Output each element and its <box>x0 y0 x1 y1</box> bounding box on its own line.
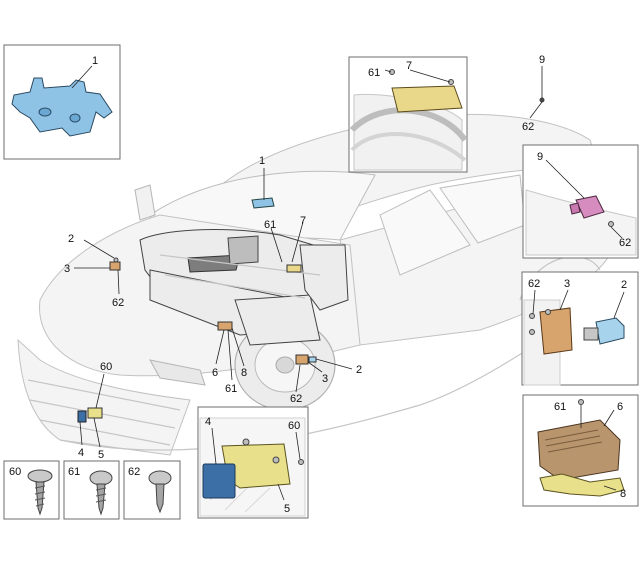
mid-inset-callout-62: 62 <box>528 278 540 290</box>
connector-2-inset <box>595 317 625 345</box>
screw-60-label: 60 <box>9 466 21 478</box>
screw-62-icon <box>148 470 172 486</box>
screw-62-label: 62 <box>128 466 140 478</box>
callout-62-lower: 62 <box>290 393 302 405</box>
bottom-right-callout-8: 8 <box>620 488 626 500</box>
right-inset-callout-62: 62 <box>619 237 631 249</box>
callout-3-right: 3 <box>322 373 328 385</box>
callout-1-inset: 1 <box>92 55 98 67</box>
controller-6-inset <box>537 419 621 481</box>
callout-9-top: 9 <box>539 54 545 66</box>
top-inset-callout-7: 7 <box>406 60 412 72</box>
top-inset-callout-61: 61 <box>368 67 380 79</box>
screw-61-box: 61 <box>63 460 120 520</box>
bottom-right-callout-6: 6 <box>617 401 623 413</box>
module-1-main <box>251 197 275 209</box>
ecu-4-inset <box>202 463 236 499</box>
bottom-center-callout-5: 5 <box>284 503 290 515</box>
callout-2-right: 2 <box>356 364 362 376</box>
bracket-6-main <box>217 321 233 331</box>
instrument-panel <box>139 229 349 346</box>
bracket-3-inset <box>539 307 573 355</box>
inset-parts-2-3: 62 3 2 <box>521 271 639 386</box>
bottom-center-callout-4: 4 <box>205 416 211 428</box>
inset-parts-4-5: 4 60 5 <box>197 406 309 519</box>
callout-3-left: 3 <box>64 263 70 275</box>
front-ecu-4-5 <box>77 407 103 423</box>
inset-top-center: 61 7 <box>348 56 468 173</box>
callout-61-main: 61 <box>264 219 276 231</box>
bracket-right-3 <box>295 354 317 365</box>
callout-62-left: 62 <box>112 297 124 309</box>
main-callouts: 1 2 3 62 7 61 60 4 5 6 61 8 3 2 62 9 62 <box>64 54 545 461</box>
callout-1-main: 1 <box>259 155 265 167</box>
callout-2-left: 2 <box>68 233 74 245</box>
screw-61-icon <box>89 470 113 486</box>
bottom-right-callout-61: 61 <box>554 401 566 413</box>
bracket-left-2-3 <box>109 257 121 271</box>
mid-inset-callout-3: 3 <box>564 278 570 290</box>
callout-60-main: 60 <box>100 361 112 373</box>
part-9-main <box>539 97 545 103</box>
module-9-inset <box>575 195 605 219</box>
inset-part-1: 1 <box>3 44 121 160</box>
mid-inset-callout-2: 2 <box>621 279 627 291</box>
module-7-main <box>286 264 302 273</box>
screw-61-label: 61 <box>68 466 80 478</box>
inset-part-9: 9 62 <box>522 144 639 259</box>
callout-6-main: 6 <box>212 367 218 379</box>
right-inset-callout-9: 9 <box>537 151 543 163</box>
bottom-center-callout-60: 60 <box>288 420 300 432</box>
screw-60-box: 60 <box>3 460 60 520</box>
screw-62-box: 62 <box>123 460 181 520</box>
leader-lines <box>74 66 543 448</box>
screw-60-icon <box>27 469 53 483</box>
callout-7-main: 7 <box>300 215 306 227</box>
callout-8-main: 8 <box>241 367 247 379</box>
callout-4-main: 4 <box>78 447 84 459</box>
module-7-inset <box>391 85 463 113</box>
callout-62-top: 62 <box>522 121 534 133</box>
inset-parts-6-8: 61 6 8 <box>522 394 639 507</box>
callout-5-main: 5 <box>98 449 104 461</box>
module-1-inset <box>11 77 113 137</box>
callout-61-lower: 61 <box>225 383 237 395</box>
bracket-8-inset <box>539 473 625 497</box>
